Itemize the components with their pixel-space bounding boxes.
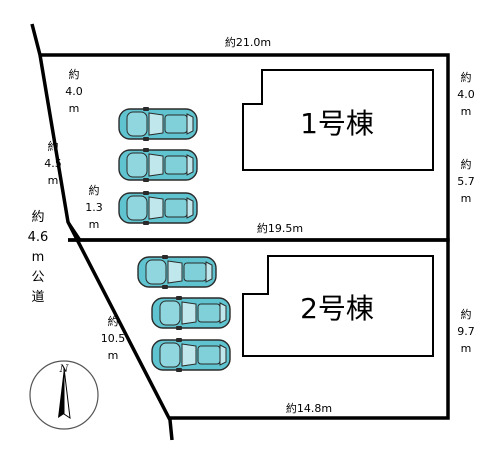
north-compass-icon: N — [29, 360, 99, 430]
building-2-footprint — [242, 255, 434, 357]
road-label-line: 4.6 — [28, 230, 49, 245]
dim-text: 約 — [108, 314, 119, 328]
dim-text: 1.3 — [85, 201, 103, 214]
dimension-middle: 約19.5m — [257, 221, 303, 235]
car-icon — [118, 147, 198, 183]
dim-text: 4.5 — [44, 157, 62, 170]
car-icon — [151, 295, 231, 331]
dimension-right-lot1-lower: 約 5.7 m — [457, 157, 475, 205]
dim-text: m — [461, 342, 472, 355]
dim-text: 約 — [48, 139, 59, 153]
dim-text: 4.0 — [65, 85, 83, 98]
dimension-left-upper: 約 4.5 m — [44, 139, 62, 187]
road-edge-line — [30, 23, 174, 441]
dimension-right-lot1-upper: 約 4.0 m — [457, 70, 475, 118]
dim-text: 約 — [69, 67, 80, 81]
dimension-left-inner: 約 1.3 m — [85, 183, 103, 231]
dim-text: m — [69, 102, 80, 115]
lot-1-left-edge — [66, 221, 82, 241]
dim-text: m — [461, 105, 472, 118]
dimension-top: 約21.0m — [225, 35, 271, 49]
road-label-line: 公 — [31, 270, 44, 285]
road-label-line: m — [32, 250, 45, 265]
building-1-label: 1号棟 — [300, 107, 374, 140]
road-label: 約 4.6 m 公 道 — [28, 210, 49, 305]
dim-text: 10.5 — [101, 332, 126, 345]
dim-text: 5.7 — [457, 175, 475, 188]
dim-text: 約 — [461, 157, 472, 171]
dim-text: 約 — [89, 183, 100, 197]
dim-text: 約 — [461, 70, 472, 84]
dimension-left-lower: 約 10.5 m — [101, 314, 126, 362]
dim-text: m — [89, 218, 100, 231]
car-icon — [118, 106, 198, 142]
compass-north-label: N — [59, 364, 70, 375]
road-label-line: 道 — [31, 290, 44, 305]
dim-text: m — [108, 349, 119, 362]
dim-text: 9.7 — [457, 325, 475, 338]
dimension-left-top: 約 4.0 m — [65, 67, 83, 115]
dim-text: m — [48, 174, 59, 187]
car-icon — [137, 254, 217, 290]
dim-text: 4.0 — [457, 88, 475, 101]
car-icon — [151, 337, 231, 373]
dim-text: 約 — [461, 307, 472, 321]
building-1-footprint — [242, 69, 434, 171]
lot-2-boundary — [68, 238, 450, 420]
dimension-bottom: 約14.8m — [286, 401, 332, 415]
dimension-right-lot2: 約 9.7 m — [457, 307, 475, 355]
car-icon — [118, 190, 198, 226]
building-2-label: 2号棟 — [300, 292, 374, 325]
road-label-line: 約 — [31, 210, 44, 225]
dim-text: m — [461, 192, 472, 205]
